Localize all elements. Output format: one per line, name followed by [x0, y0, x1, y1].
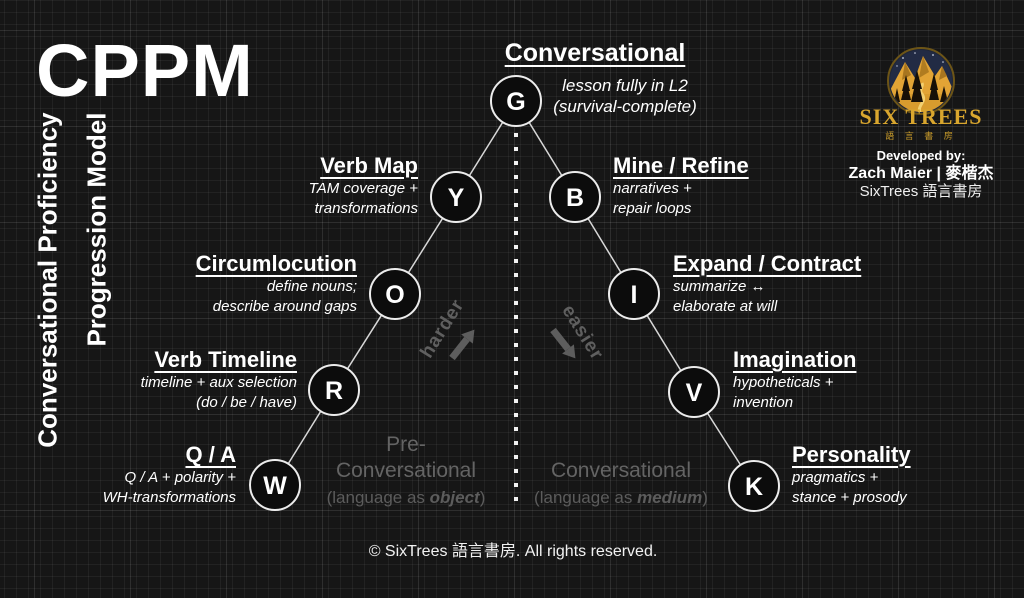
stage-sub-line: pragmatics +: [792, 469, 879, 486]
stage-sub-line: define nouns;: [266, 278, 357, 295]
node-circle-R: [308, 364, 360, 416]
easier-arrow-shaft: [550, 327, 571, 352]
node-circle-W: [249, 459, 301, 511]
zone-line: Pre-: [386, 433, 426, 456]
node-circle-I: [608, 268, 660, 320]
node-letter-I: I: [631, 281, 638, 309]
sixtrees-logo-emblem: SIX TREES 語 言 書 房: [860, 47, 983, 141]
stage-sub-line: describe around gaps: [212, 298, 357, 315]
node-letter-R: R: [325, 377, 343, 405]
stage-title: Mine / Refine: [613, 153, 749, 178]
harder-arrow-shaft: [449, 336, 470, 361]
harder-arrow-head: [461, 329, 475, 344]
stage-title: Circumlocution: [195, 251, 357, 276]
node-circle-G: [490, 75, 542, 127]
developed-by-label: Developed by:: [876, 148, 966, 163]
zone-line: Conversational: [550, 459, 692, 482]
stage-title: Verb Map: [320, 153, 418, 178]
stage-sub-line: (survival-complete): [553, 97, 697, 116]
logo-wordmark: SIX TREES: [860, 104, 983, 129]
org-name: SixTrees 語言書房: [859, 183, 983, 200]
zone-paren: (language as medium): [534, 488, 708, 507]
stage-title: Q / A: [185, 442, 236, 467]
stage-sub-line: lesson fully in L2: [562, 76, 688, 95]
node-circle-K: [728, 460, 780, 512]
node-letter-V: V: [686, 379, 703, 407]
node-letter-K: K: [745, 473, 763, 501]
logo-mountain-scene: [890, 50, 952, 112]
stage-sub-line: timeline + aux selection: [140, 374, 297, 391]
node-circle-V: [668, 366, 720, 418]
easier-arrow-head: [562, 344, 576, 359]
stage-sub-line: TAM coverage +: [308, 180, 418, 197]
stage-sub-line: Q / A + polarity +: [124, 469, 236, 486]
node-letter-Y: Y: [448, 184, 465, 212]
stage-label-imagination: Imagination hypotheticals + invention: [733, 347, 856, 412]
stage-sub-line: (do / be / have): [196, 394, 297, 411]
stage-sub-line: elaborate at will: [673, 298, 778, 315]
stage-sub-line: transformations: [314, 200, 418, 217]
stage-label-mine-refine: Mine / Refine narratives + repair loops: [613, 153, 749, 218]
page-title: CPPM: [36, 29, 254, 112]
node-circle-O: [369, 268, 421, 320]
zone-line: Conversational: [335, 459, 477, 482]
stage-sub-line: hypotheticals +: [733, 374, 834, 391]
stage-label-conversational: Conversational: [505, 41, 686, 66]
stage-label-circumlocution: Circumlocution define nouns; describe ar…: [196, 251, 357, 316]
stage-sub-line: summarize ↔: [673, 278, 766, 295]
node-letter-O: O: [385, 281, 404, 309]
node-letter-B: B: [566, 184, 584, 212]
stage-title: Imagination: [733, 347, 857, 372]
sixtrees-logo: SIX TREES 語 言 書 房: [845, 42, 997, 149]
stage-label-personality: Personality pragmatics + stance + prosod…: [792, 442, 911, 507]
author-name: Zach Maier | 麥楷杰: [848, 165, 994, 182]
stage-sub-line: narratives +: [613, 180, 692, 197]
copyright-notice: © SixTrees 語言書房. All rights reserved.: [368, 543, 658, 560]
node-letter-G: G: [506, 88, 525, 116]
stage-label-expand-contract: Expand / Contract summarize ↔ elaborate …: [673, 251, 861, 316]
stage-sub-line: WH-transformations: [102, 489, 236, 506]
stage-title: Verb Timeline: [154, 347, 297, 372]
node-circle-Y: [430, 171, 482, 223]
stage-title: Conversational: [504, 39, 686, 67]
stage-title: Personality: [792, 442, 911, 467]
zone-pre-conversational: Pre- Conversational (language as object): [327, 432, 486, 508]
stage-sub-line: repair loops: [613, 200, 692, 217]
stage-sub-conversational: lesson fully in L2 (survival-complete): [553, 75, 697, 117]
stage-label-verb-map: Verb Map TAM coverage + transformations: [309, 153, 418, 218]
stage-sub-line: invention: [733, 394, 794, 411]
stage-title: Expand / Contract: [673, 251, 862, 276]
node-letter-W: W: [263, 472, 287, 500]
zone-conversational: Conversational (language as medium): [534, 458, 708, 508]
zone-paren: (language as object): [326, 488, 486, 507]
logo-cjk: 語 言 書 房: [885, 130, 957, 141]
node-circle-B: [549, 171, 601, 223]
stage-sub-line: stance + prosody: [792, 489, 907, 506]
stage-label-verb-timeline: Verb Timeline timeline + aux selection (…: [141, 347, 297, 412]
stage-label-qa: Q / A Q / A + polarity + WH-transformati…: [103, 442, 236, 507]
credits: Developed by: Zach Maier | 麥楷杰 SixTrees …: [845, 148, 997, 199]
